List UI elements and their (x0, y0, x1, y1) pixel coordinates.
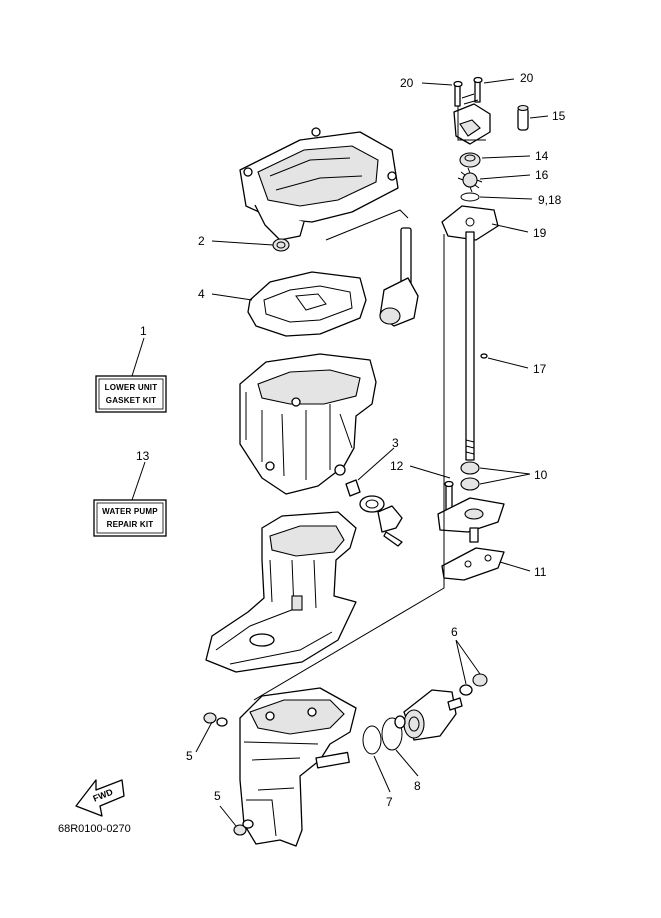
callout-20-right: 20 (520, 71, 534, 85)
kit-label-lower-1: LOWER UNIT (105, 383, 158, 392)
impeller-16 (457, 167, 483, 193)
callout-7: 7 (386, 795, 393, 809)
drive-shaft-17 (465, 231, 488, 461)
seals-10 (460, 461, 480, 491)
upper-casing (239, 127, 409, 241)
outer-plate-19 (441, 205, 499, 241)
upper-casing-plate (205, 511, 357, 673)
gasket-4 (247, 271, 367, 337)
drawing-code: 68R0100-0270 (58, 823, 131, 835)
callout-13: 13 (136, 449, 150, 463)
oil-strainer (379, 227, 419, 327)
lower-unit-gasket-kit-box: LOWER UNIT GASKET KIT (95, 375, 167, 413)
callout-8: 8 (414, 779, 421, 793)
callout-20-left: 20 (400, 76, 414, 90)
callout-numbers: 20 20 15 14 16 9,18 19 2 4 1 17 3 12 10 … (136, 71, 566, 809)
callout-6: 6 (451, 625, 458, 639)
callout-9-18: 9,18 (538, 193, 562, 207)
o-ring-8 (381, 717, 403, 751)
callout-2: 2 (198, 234, 205, 248)
callout-10: 10 (534, 468, 548, 482)
callout-11: 11 (534, 565, 547, 579)
insert-cartridge-14 (459, 152, 481, 168)
bolts-20 (453, 76, 483, 107)
callout-17: 17 (533, 362, 547, 376)
gasket-9-18 (460, 192, 480, 202)
callout-5-lower: 5 (214, 789, 221, 803)
callout-3: 3 (392, 436, 399, 450)
bearing-housing-6 (394, 673, 488, 741)
oil-seal-2 (272, 238, 290, 252)
middle-casing (239, 353, 377, 495)
callout-19: 19 (533, 226, 547, 240)
drain-bolt-3 (345, 479, 403, 547)
lower-casing (239, 687, 357, 847)
callout-12: 12 (390, 459, 404, 473)
gasket-11 (441, 547, 505, 581)
assembly-lines (253, 106, 486, 701)
propeller-shaft (315, 751, 350, 769)
callout-1: 1 (140, 324, 147, 338)
callout-16: 16 (535, 168, 549, 182)
kit-label-pump-1: WATER PUMP (102, 507, 158, 516)
leader-lines (131, 78, 549, 827)
fwd-arrow-icon: FWD (75, 779, 125, 817)
callout-5-upper: 5 (186, 749, 193, 763)
kit-label-pump-2: REPAIR KIT (107, 520, 154, 529)
seal-housing-12 (437, 480, 505, 543)
o-ring-7 (362, 725, 382, 755)
callout-15: 15 (552, 109, 566, 123)
kit-label-lower-2: GASKET KIT (106, 396, 156, 405)
drain-plug-5a (203, 712, 228, 727)
water-pump-repair-kit-box: WATER PUMP REPAIR KIT (93, 499, 167, 537)
callout-4: 4 (198, 287, 205, 301)
pump-housing-15 (453, 93, 529, 145)
drain-plug-5b (233, 819, 254, 836)
callout-14: 14 (535, 149, 549, 163)
